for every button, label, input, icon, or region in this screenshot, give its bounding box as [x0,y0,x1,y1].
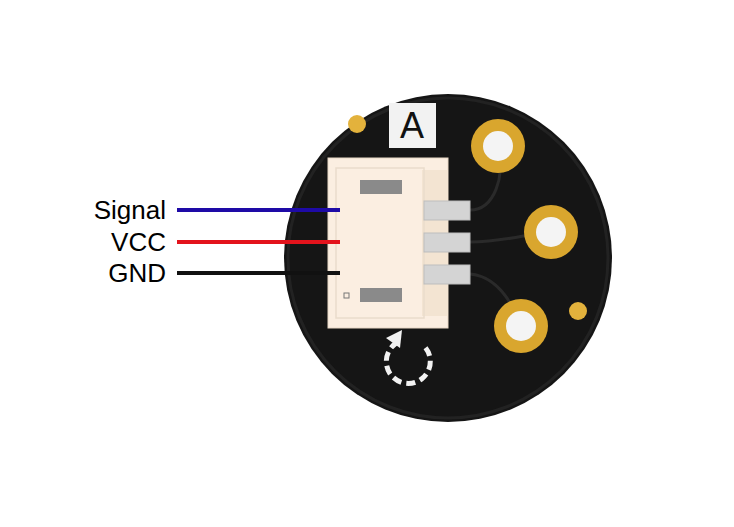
pad [471,119,525,173]
pad [524,205,578,259]
pin-label: VCC [111,229,166,255]
rotation-arc [386,342,430,383]
jst-connector [328,158,470,328]
pad-hole [536,217,566,247]
signal-wire [177,208,340,212]
connector-pin [424,201,470,220]
pcb-edge [288,98,608,418]
pin-label: GND [108,260,166,286]
pad [494,299,548,353]
pad-hole [483,131,513,161]
silkscreen-label: A [400,108,424,144]
connector-tab [360,180,402,194]
silkscreen-box [389,103,436,148]
rotation-arrowhead [386,330,402,348]
pcb-board [284,94,612,422]
via-dot [569,302,587,320]
via-dot [348,115,366,133]
gnd-wire [177,271,340,275]
connector-pin [424,265,470,284]
rotation-symbol [386,330,430,383]
connector-mark [344,293,349,298]
connector-tab [360,288,402,302]
connector-pin [424,233,470,252]
vcc-wire [177,240,340,244]
connector-inner [336,168,424,318]
pin-label: Signal [94,197,166,223]
mounting-pads [471,119,578,353]
pad-hole [506,311,536,341]
